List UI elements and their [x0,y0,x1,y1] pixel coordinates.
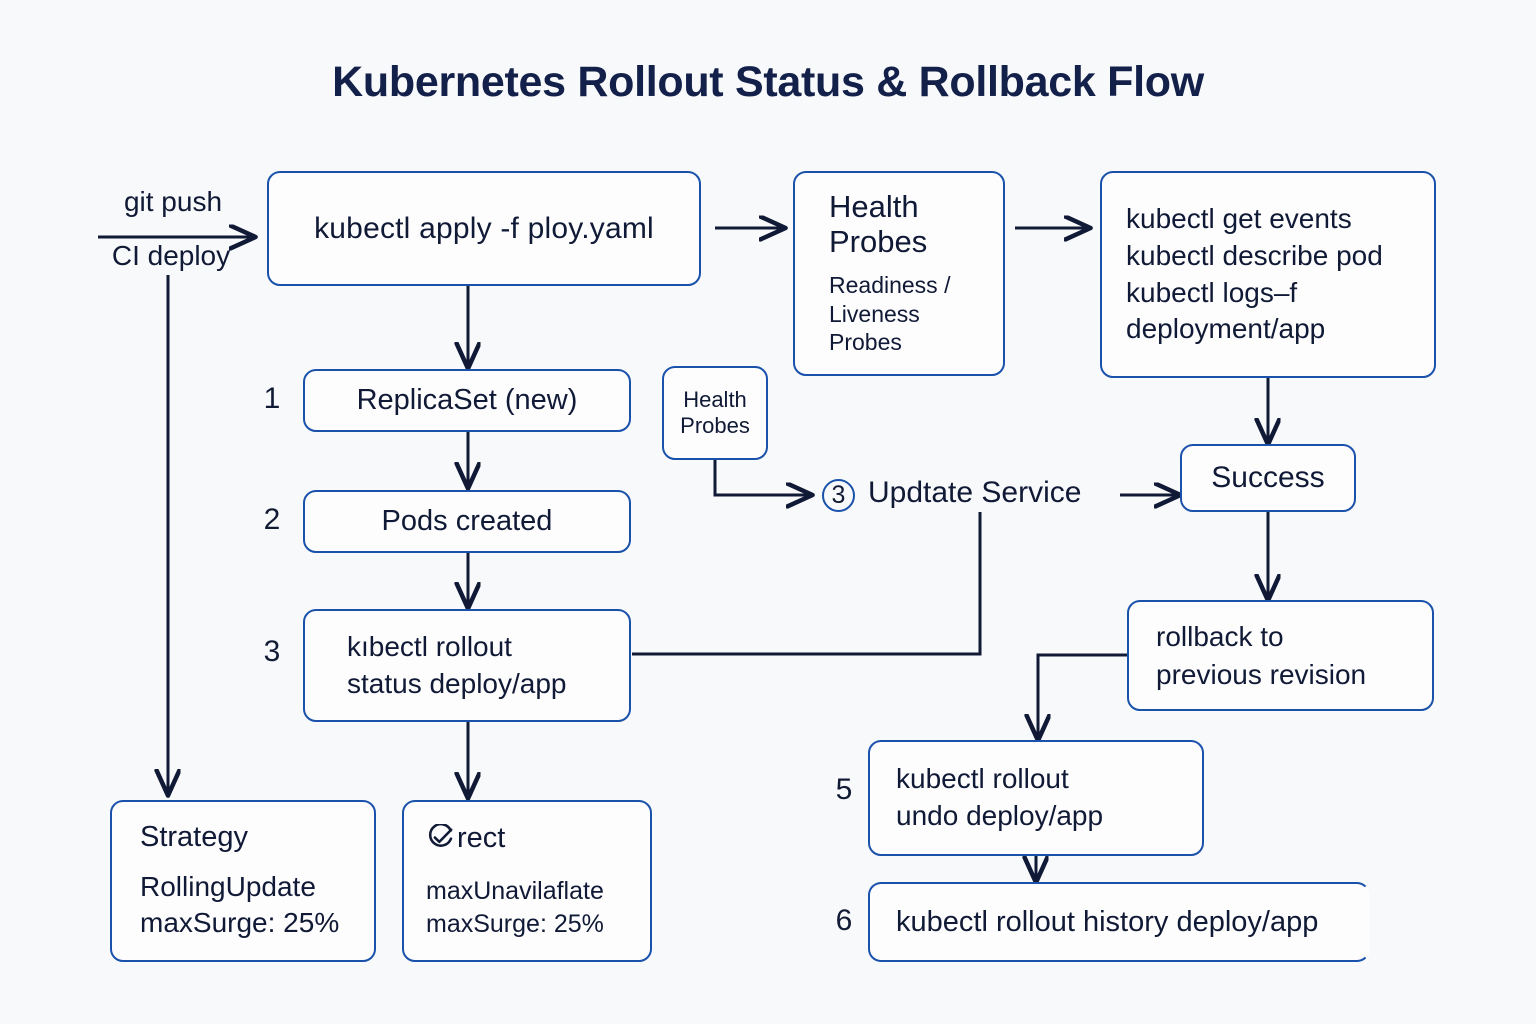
node-strategy-title: Strategy [140,821,248,854]
node-success[interactable]: Success [1180,444,1356,512]
step-number-6: 6 [835,904,853,937]
node-pods-created[interactable]: Pods created [303,490,631,553]
node-health-probes-detail-0: Readiness / [829,272,951,299]
node-update-service[interactable]: Updtate Service [868,476,1081,510]
node-rect-card-line-1: maxSurge: 25% [426,909,604,938]
node-rollback[interactable]: rollback to previous revision [1127,600,1434,711]
node-rollout-undo[interactable]: kubectl rollout undo deploy/app [868,740,1204,856]
node-rollout-history-text: kubectl rollout history deploy/app [896,905,1319,938]
edge-label-git-push: git push [98,186,248,218]
node-health-probes-detail-2: Probes [829,329,902,356]
node-debug-commands-line-3: deployment/app [1126,313,1326,345]
node-rect-card-line-0: maxUnavilaflate [426,876,604,905]
node-rollout-status-line-1: status deploy/app [347,667,567,699]
node-health-probes-small[interactable]: Health Probes [662,366,768,460]
node-debug-commands[interactable]: kubectl get events kubectl describe pod … [1100,171,1436,378]
node-health-probes-detail-1: Liveness [829,300,920,327]
step-badge-3-text: 3 [831,481,846,509]
node-update-service-text: Updtate Service [868,476,1082,509]
edge-probes-small-to-update-service [713,460,812,495]
node-rect-card-title-row: rect [426,821,650,861]
node-rollback-line-1: previous revision [1156,658,1367,690]
node-health-probes-small-line-1: Probes [680,413,750,438]
node-strategy-line-0: RollingUpdate [140,871,316,902]
node-kubectl-apply-text: kubectl apply -f ploy.yaml [314,211,654,245]
node-strategy[interactable]: Strategy RollingUpdate maxSurge: 25% [110,800,376,962]
node-success-text: Success [1211,461,1325,494]
step-number-1: 1 [263,382,281,415]
step-number-5: 5 [835,773,853,806]
node-replicaset-text: ReplicaSet (new) [356,384,578,416]
step-number-3: 3 [263,635,281,668]
step-badge-3: 3 [822,479,855,512]
node-replicaset[interactable]: ReplicaSet (new) [303,369,631,432]
node-pods-created-text: Pods created [381,505,553,537]
edge-rollout-status-to-update-service [632,512,982,656]
node-health-probes-small-line-0: Health [683,386,747,412]
node-rollout-history[interactable]: kubectl rollout history deploy/app [868,882,1370,962]
node-rollout-status-line-0: kıbectl rollout [347,631,512,663]
node-health-probes-title: Health Probes [829,189,928,259]
node-debug-commands-line-2: kubectl logs–f [1126,276,1298,308]
node-rollout-undo-line-1: undo deploy/app [896,800,1104,831]
edge-label-git-push-text: git push [123,186,223,217]
edge-label-ci-deploy-text: CI deploy [111,240,231,271]
node-rect-card-title: rect [457,822,506,855]
node-health-probes[interactable]: Health Probes Readiness / Liveness Probe… [793,171,1005,376]
node-rollback-line-0: rollback to [1156,621,1284,653]
page-title: Kubernetes Rollout Status & Rollback Flo… [332,58,1204,106]
node-debug-commands-line-0: kubectl get events [1126,202,1352,234]
step-number-2: 2 [263,503,281,536]
node-strategy-line-1: maxSurge: 25% [140,907,340,939]
node-rollout-undo-line-0: kubectl rollout [896,763,1069,795]
node-rect-card[interactable]: rect maxUnavilaflate maxSurge: 25% [402,800,652,962]
edge-rollback-to-undo [1038,653,1127,740]
edge-label-ci-deploy: CI deploy [96,240,246,272]
node-kubectl-apply[interactable]: kubectl apply -f ploy.yaml [267,171,701,286]
node-rollout-status[interactable]: kıbectl rollout status deploy/app [303,609,631,722]
node-debug-commands-line-1: kubectl describe pod [1126,239,1383,271]
check-circle-icon [426,823,454,861]
